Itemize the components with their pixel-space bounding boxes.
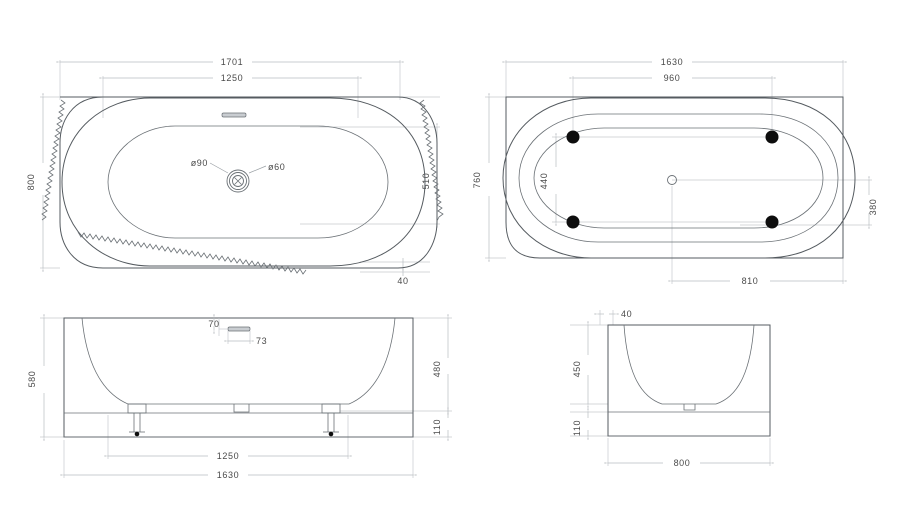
dim-drain-offset-380: 380 <box>868 175 878 230</box>
top-plan-extension-lines <box>40 60 440 273</box>
dim-label-510: 510 <box>421 173 431 190</box>
dim-rim-thickness-40: 40 <box>397 258 408 286</box>
drain-outer-circle <box>226 169 250 193</box>
adjustable-foot-right <box>321 403 341 437</box>
drain-assembly-plan: ø90 ø60 <box>191 158 285 193</box>
dim-label-1630-top: 1630 <box>661 57 683 67</box>
waste-outlet <box>667 175 677 185</box>
dim-feet-span-1250: 1250 <box>103 451 353 461</box>
dim-label-760: 760 <box>472 172 482 189</box>
dim-overall-height-580: 580 <box>27 313 45 442</box>
foot-marker-bottom-left <box>566 215 580 229</box>
dim-bottom-width-760: 760 <box>472 92 490 263</box>
dim-label-1250: 1250 <box>221 73 243 83</box>
dim-overall-width-800: 800 <box>26 92 44 273</box>
dim-label-810: 810 <box>742 276 759 286</box>
dim-label-73: 73 <box>256 336 267 346</box>
dim-label-800-side: 800 <box>674 458 691 468</box>
dim-inner-length-1250: 1250 <box>98 73 363 83</box>
dim-label-450: 450 <box>572 361 582 378</box>
foot-marker-bottom-right <box>765 215 779 229</box>
dim-label-110-side: 110 <box>572 420 582 436</box>
view-top-plan: 1701 1250 800 510 40 <box>26 57 444 286</box>
break-line-sawtooth-bottom <box>77 231 307 275</box>
dim-side-overall-800: 800 <box>603 458 775 468</box>
centre-waste-stub-side <box>683 404 696 411</box>
dim-overflow-from-top-70: 70 <box>208 313 228 336</box>
dim-side-body-height-450: 450 <box>572 320 589 409</box>
dim-drain-offset-810: 810 <box>667 276 848 286</box>
dim-side-plinth-110: 110 <box>572 407 589 441</box>
tub-bottom-rim-outline <box>505 96 844 259</box>
tub-bottom-inner-profile <box>518 113 839 243</box>
dim-bottom-overall-1630: 1630 <box>501 57 848 67</box>
tub-inner-basin-plan <box>107 125 389 239</box>
front-elevation-extension-lines <box>40 317 452 478</box>
overflow-slot-front <box>227 326 251 332</box>
tub-bottom-outer-profile <box>502 97 856 259</box>
drain-inner-circle <box>232 175 244 187</box>
dim-feet-spacing-960: 960 <box>568 73 777 83</box>
dim-label-70: 70 <box>208 319 219 329</box>
dim-overall-length-1701: 1701 <box>55 57 405 67</box>
dim-label-1250-front: 1250 <box>217 451 239 461</box>
leader-d60 <box>248 165 267 174</box>
tub-front-body-outline <box>63 317 414 438</box>
dim-label-40-side: 40 <box>621 309 632 319</box>
leader-d90 <box>209 162 229 174</box>
tub-outer-rim-plan <box>59 96 438 269</box>
dim-overflow-width-73: 73 <box>223 331 267 346</box>
dim-label-d90: ø90 <box>191 158 208 168</box>
break-line-sawtooth-left <box>41 99 66 221</box>
tub-bottom-basin-outline <box>533 127 824 229</box>
dim-label-440: 440 <box>539 173 549 190</box>
dim-label-580: 580 <box>27 371 37 388</box>
tub-side-inner-wall-left <box>623 324 689 405</box>
tub-side-body-outline <box>607 324 771 437</box>
dim-inner-width-510: 510 <box>421 122 438 229</box>
break-line-sawtooth-right <box>419 99 444 222</box>
view-side-elevation: 40 450 110 800 <box>570 309 775 468</box>
dim-label-40: 40 <box>397 276 408 286</box>
dim-plinth-height-110: 110 <box>432 406 449 442</box>
dim-label-960: 960 <box>664 73 681 83</box>
centre-waste-stub-front <box>233 404 250 413</box>
dim-label-380: 380 <box>868 199 878 216</box>
side-elevation-extension-lines <box>570 310 771 466</box>
adjustable-foot-left <box>127 403 147 437</box>
foot-marker-top-left <box>566 130 580 144</box>
tub-side-inner-wall-right <box>689 324 755 405</box>
dim-front-overall-1630: 1630 <box>59 470 418 480</box>
view-bottom-plan: 1630 960 760 440 380 <box>472 57 878 286</box>
view-front-elevation: 70 73 580 <box>27 313 452 480</box>
foot-marker-top-right <box>765 130 779 144</box>
dim-body-height-480: 480 <box>432 313 449 416</box>
dim-label-110: 110 <box>432 419 442 435</box>
bottom-plan-extension-lines <box>485 60 872 284</box>
drain-cross <box>234 177 242 185</box>
tub-outer-profile <box>61 97 426 267</box>
dim-label-d60: ø60 <box>268 162 285 172</box>
dim-side-rim-40: 40 <box>593 309 632 319</box>
tub-front-inner-wall-right <box>240 317 396 405</box>
drain-mid-circle <box>229 172 247 190</box>
dim-label-480: 480 <box>432 361 442 378</box>
dim-label-1701: 1701 <box>221 57 243 67</box>
dim-label-800: 800 <box>26 174 36 191</box>
tub-front-inner-wall-left <box>81 317 240 405</box>
dim-feet-spacing-440: 440 <box>539 132 557 227</box>
dim-label-1630-front: 1630 <box>217 470 239 480</box>
overflow-slot <box>221 112 247 118</box>
